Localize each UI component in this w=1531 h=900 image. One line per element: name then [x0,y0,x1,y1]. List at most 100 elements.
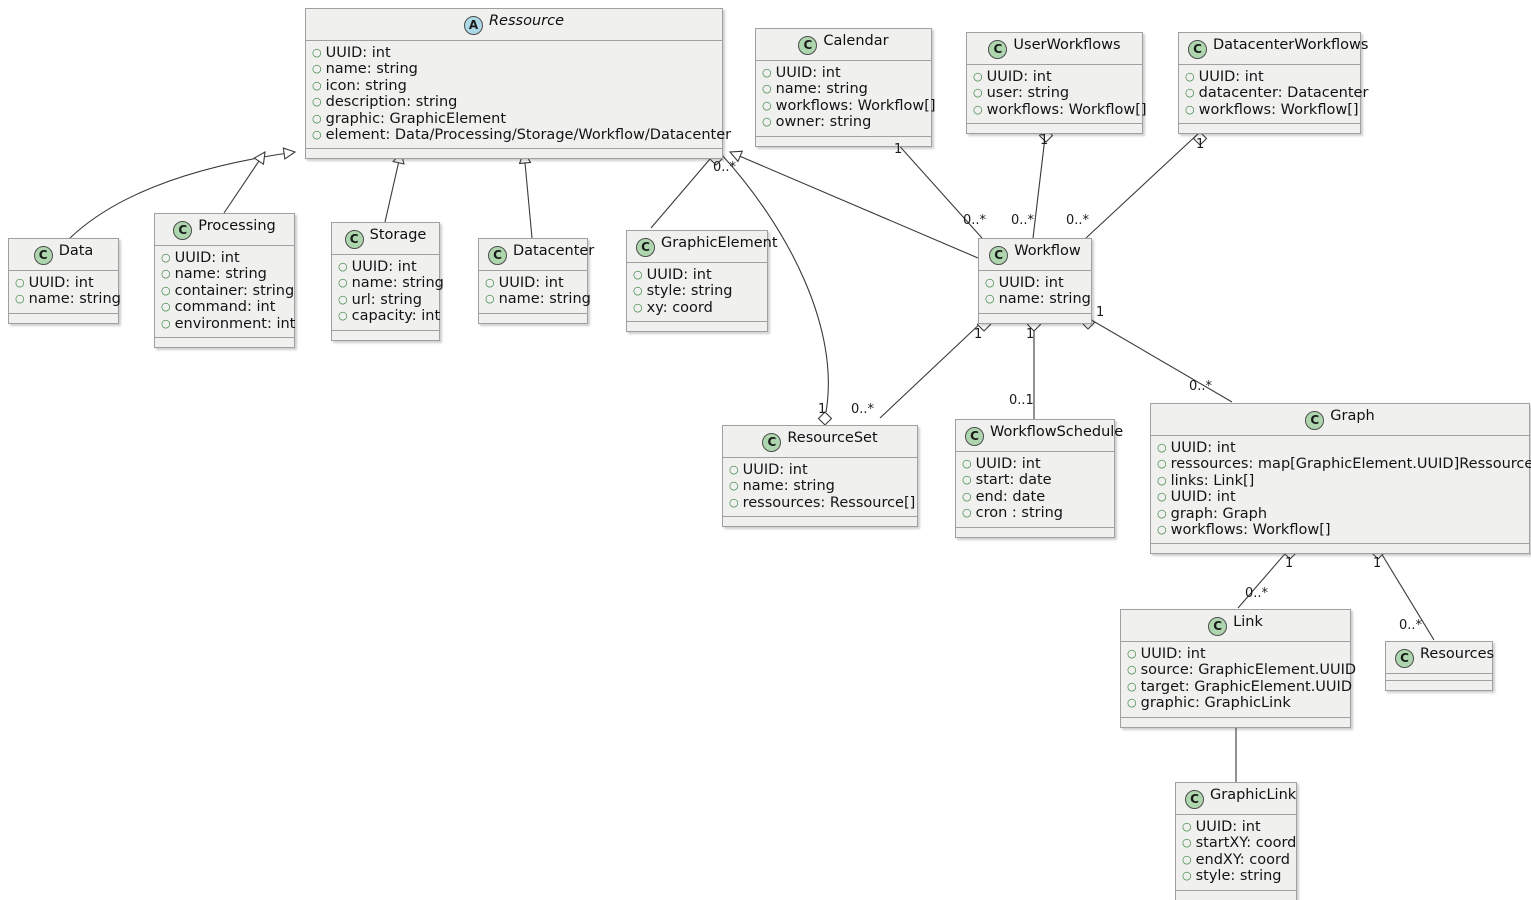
visibility-public-icon: ○ [1157,457,1167,471]
attribute-row: ○UUID: int [962,456,1107,472]
attribute-row: ○command: int [161,299,287,315]
attribute-text: element: Data/Processing/Storage/Workflo… [325,127,732,144]
visibility-public-icon: ○ [1182,869,1192,883]
attribute-text: source: GraphicElement.UUID [1140,662,1357,679]
attribute-row: ○UUID: int [985,275,1084,291]
attribute-row: ○description: string [312,94,715,110]
visibility-public-icon: ○ [161,251,171,264]
visibility-public-icon: ○ [1182,820,1192,833]
attribute-row: ○UUID: int [161,250,287,266]
visibility-public-icon: ○ [1157,473,1167,487]
attribute-text: datacenter: Datacenter [1198,85,1369,102]
multiplicity-label: 1 [1040,133,1049,148]
attribute-row: ○UUID: int [1157,440,1522,456]
class-name-resources: Resources [1420,646,1495,662]
visibility-public-icon: ○ [312,46,322,59]
attribute-row: ○name: string [15,291,121,307]
class-icon: C [488,246,507,265]
attribute-row: ○container: string [161,283,294,299]
class-methods-userworkflows [967,124,1142,134]
attribute-text: workflows: Workflow[] [775,97,936,114]
class-attributes-graphicelement: ○UUID: int○style: string○xy: coord [627,263,767,323]
class-name-data: Data [58,243,94,259]
class-name-workflow: Workflow [1014,243,1081,259]
attribute-row: ○links: Link[] [1157,473,1522,489]
visibility-public-icon: ○ [1182,836,1192,850]
visibility-public-icon: ○ [985,276,995,289]
visibility-public-icon: ○ [962,489,972,503]
visibility-public-icon: ○ [762,82,772,96]
attribute-row: ○UUID: int [729,462,910,478]
attribute-row: ○ressources: map[GraphicElement.UUID]Res… [1157,456,1531,472]
attribute-row: ○UUID: int [1157,489,1522,505]
visibility-public-icon: ○ [762,66,772,79]
attribute-row: ○endXY: coord [1182,852,1290,868]
class-icon: C [344,230,364,249]
class-methods-resourceset [723,517,917,527]
visibility-public-icon: ○ [338,260,348,273]
class-attributes-graphiclink: ○UUID: int○startXY: coord○endXY: coord○s… [1176,815,1296,891]
class-attributes-datacenterworkflows: ○UUID: int○datacenter: Datacenter○workfl… [1179,65,1368,125]
attribute-row: ○workflows: Workflow[] [1185,102,1359,118]
attribute-text: graphic: GraphicElement [325,110,507,127]
attribute-text: UUID: int [1170,489,1236,506]
attribute-text: startXY: coord [1195,835,1297,852]
attribute-text: end: date [975,488,1046,505]
class-attributes-userworkflows: ○UUID: int○user: string○workflows: Workf… [967,65,1147,125]
attribute-row: ○workflows: Workflow[] [762,98,936,114]
attribute-row: ○source: GraphicElement.UUID [1127,662,1356,678]
visibility-public-icon: ○ [729,463,739,476]
visibility-public-icon: ○ [485,276,495,289]
attribute-row: ○UUID: int [1127,646,1343,662]
multiplicity-label: 0..* [1066,213,1090,228]
class-icon: C [798,36,818,55]
attribute-text: cron : string [975,505,1064,522]
attribute-text: links: Link[] [1170,472,1255,489]
attribute-text: UUID: int [998,275,1064,291]
visibility-public-icon: ○ [15,276,25,289]
class-name-graph: Graph [1330,408,1375,424]
uml-class-userworkflows[interactable]: C UserWorkflows ○UUID: int○user: string○wo… [966,32,1147,135]
attribute-row: ○graphic: GraphicElement [312,111,715,127]
attribute-text: ressources: map[GraphicElement.UUID]Ress… [1170,456,1531,473]
attribute-row: ○name: string [485,291,591,307]
class-name-userworkflows: UserWorkflows [1013,37,1121,53]
visibility-public-icon: ○ [1157,523,1167,537]
visibility-public-icon: ○ [1127,647,1137,660]
attribute-text: capacity: int [351,308,441,325]
visibility-public-icon: ○ [485,292,495,306]
class-name-workflowschedule: WorkflowSchedule [990,424,1124,440]
edge-storage-ressource [384,152,401,223]
attribute-row: ○url: string [338,292,432,308]
class-icon: C [988,40,1008,59]
attribute-row: ○icon: string [312,78,715,94]
visibility-public-icon: ○ [633,268,643,281]
visibility-public-icon: ○ [729,495,739,509]
attribute-row: ○UUID: int [762,65,924,81]
attribute-text: UUID: int [1198,69,1264,85]
multiplicity-label: 1 [1196,137,1205,152]
attribute-text: UUID: int [975,456,1041,472]
class-attributes-workflowschedule: ○UUID: int○start: date○end: date○cron : … [956,452,1114,528]
attribute-text: UUID: int [174,250,240,266]
